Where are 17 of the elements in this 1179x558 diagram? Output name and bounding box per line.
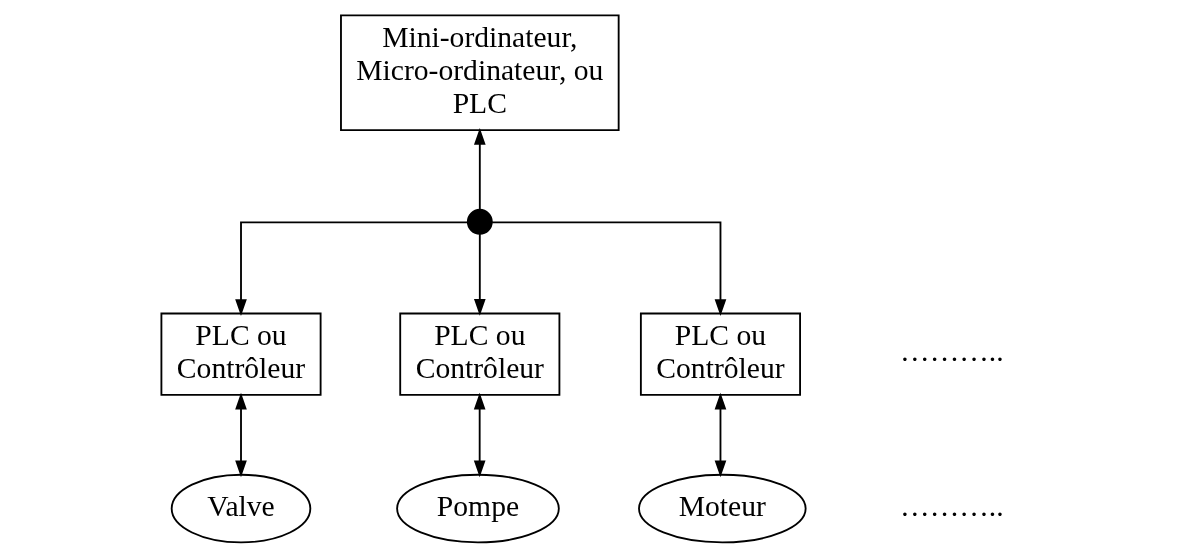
node-box: PLC ou Contrôleur — [160, 312, 322, 396]
label: ……….. — [900, 335, 1004, 368]
node-box: Mini-ordinateur, Micro-ordinateur, ou PLC — [340, 14, 620, 132]
node-ellipse: Valve — [170, 473, 312, 544]
arrow — [473, 128, 486, 211]
arrow — [235, 392, 247, 478]
arrow — [491, 221, 727, 316]
node-box: PLC ou Contrôleur — [639, 312, 801, 396]
node-box: PLC ou Contrôleur — [399, 312, 561, 396]
arrow — [235, 221, 469, 316]
node-ellipse: Pompe — [396, 473, 560, 544]
label: ……….. — [900, 489, 1004, 522]
node-ellipse: Moteur — [638, 473, 807, 544]
node-circle — [466, 208, 493, 235]
arrow — [473, 392, 486, 478]
arrow — [473, 233, 486, 316]
arrow — [714, 392, 727, 478]
